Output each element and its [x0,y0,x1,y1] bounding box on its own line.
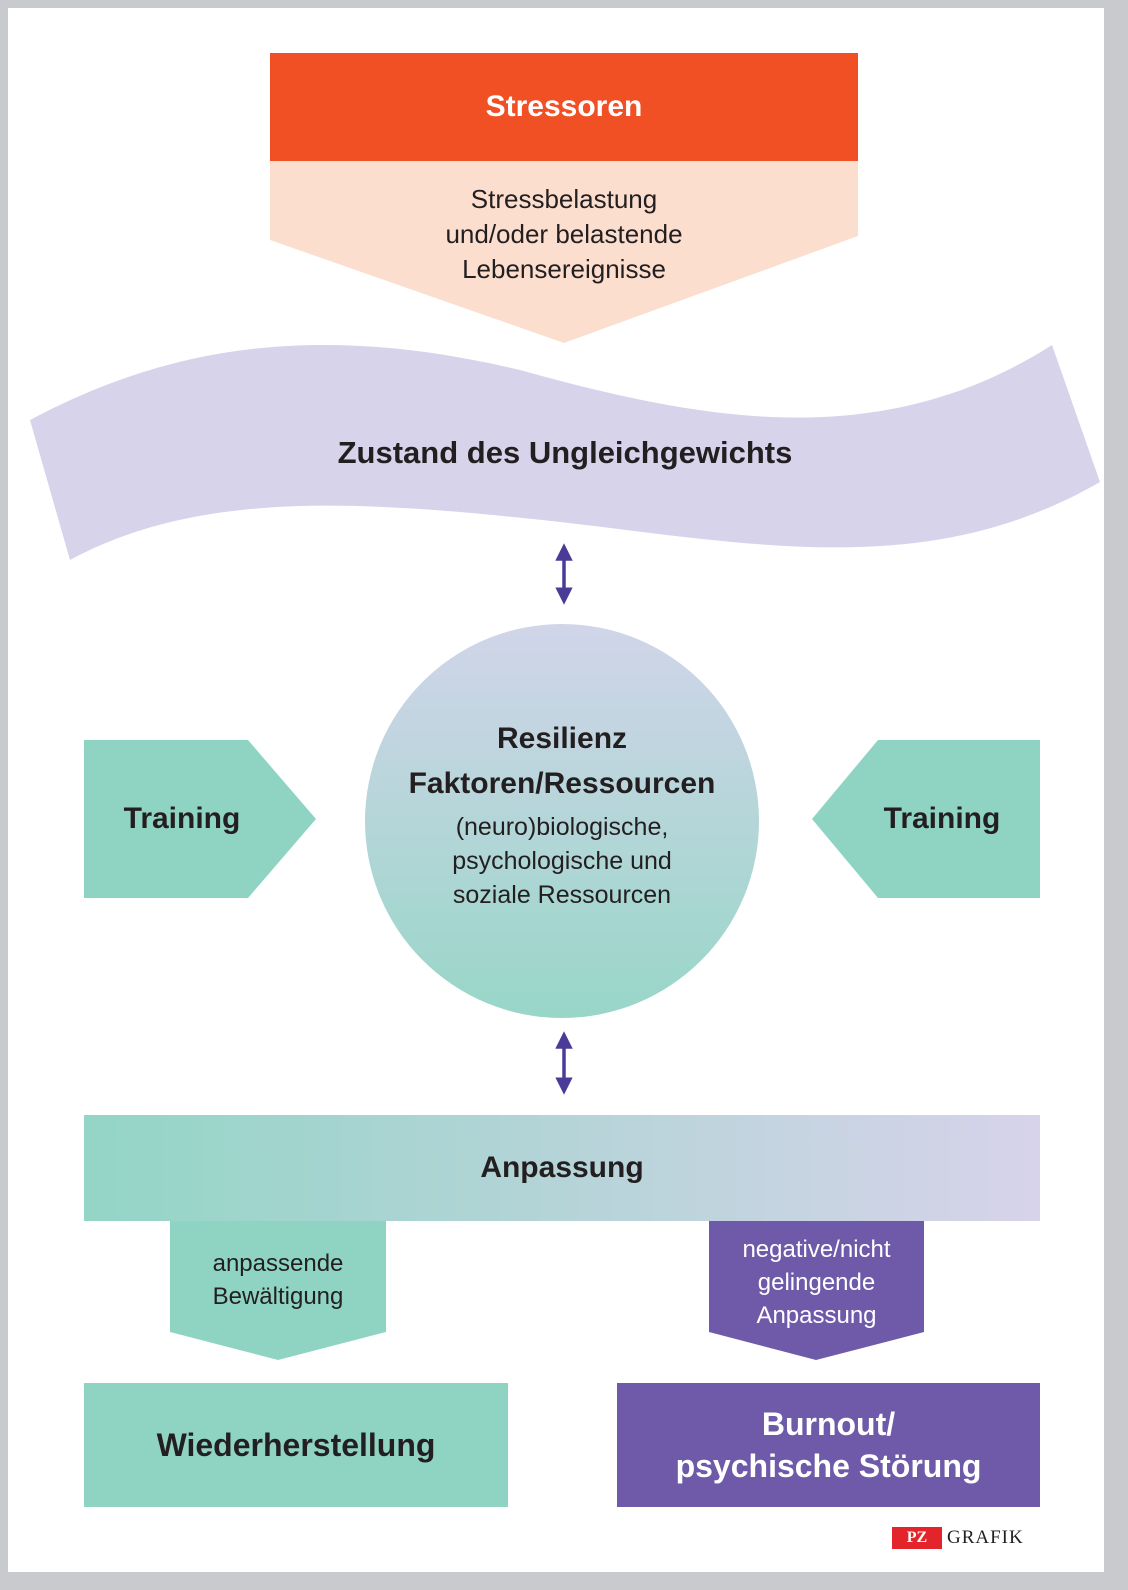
stressors-arrow-shape [270,161,858,343]
outcome-right-box [617,1383,1040,1507]
stressors-title: Stressoren [485,90,643,123]
resilience-circle [365,624,759,1018]
outcome-left-box [84,1383,508,1507]
adaptation-bar [84,1115,1040,1221]
training-left-shape [84,740,316,898]
resilience-subtitle: Faktoren/Ressourcen [408,767,716,800]
outcome-right-label: Burnout/ psychische Störung [675,1406,982,1484]
adaptation-label: Anpassung [480,1151,644,1184]
grafik-logo-text: GRAFIK [947,1527,1024,1548]
training-right-label: Training [883,802,1001,835]
stressors-header-box [270,53,858,161]
branch-left-shape [170,1221,386,1360]
imbalance-label: Zustand des Ungleichgewichts [337,435,793,470]
outcome-left-label: Wiederherstellung [156,1426,436,1463]
branch-left-label: anpassende Bewältigung [212,1250,344,1310]
imbalance-wave-shape [30,344,1100,560]
branch-right-shape [709,1221,924,1360]
pz-logo-mark: PZ [892,1527,942,1549]
resilience-text: (neuro)biologische, psychologische und s… [452,813,672,909]
resilience-title: Resilienz [496,722,628,755]
stressors-subtitle: Stressbelastung und/oder belastende Lebe… [445,183,683,284]
pz-grafik-logo: PZ GRAFIK [892,1527,1024,1549]
branch-right-label: negative/nicht gelingende Anpassung [742,1235,891,1329]
training-right-shape [812,740,1040,898]
training-left-label: Training [123,802,241,835]
